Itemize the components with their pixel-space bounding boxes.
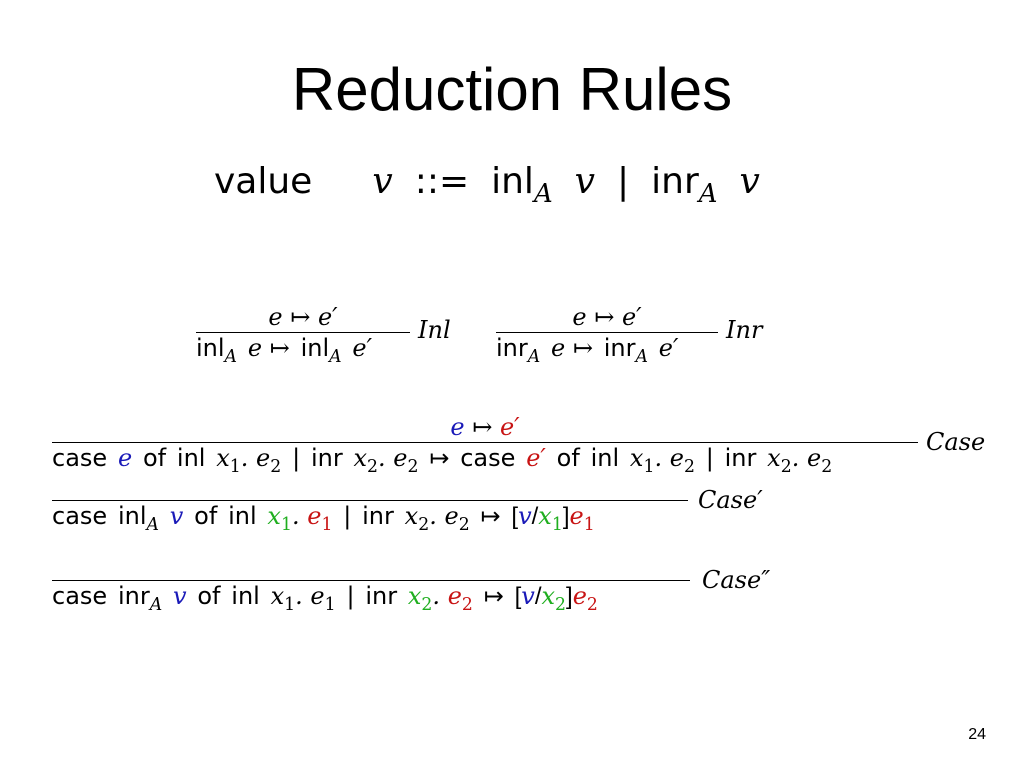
- slide-title: Reduction Rules: [291, 56, 733, 123]
- value-grammar: value v ::= inlA v | inrA v: [214, 160, 782, 220]
- rule-inr-bar: [496, 332, 718, 333]
- grammar-var: v: [372, 161, 393, 202]
- grammar-defines: ::=: [414, 161, 470, 202]
- page-number: 24: [968, 726, 986, 743]
- rule-case-prime-name: Case′: [698, 486, 763, 514]
- grammar-sep: |: [617, 161, 630, 202]
- rule-case-premise: e ↦ e′: [450, 413, 520, 441]
- grammar-alt1: inlA: [491, 161, 553, 210]
- grammar-alt1-arg: v: [574, 161, 595, 202]
- grammar-alt2: inrA: [651, 161, 718, 210]
- rule-case-bar: [52, 442, 918, 443]
- grammar-alt2-arg: v: [739, 161, 760, 202]
- rule-inl-premise: e ↦ e′: [268, 303, 338, 331]
- grammar-label: value: [214, 161, 313, 202]
- rule-case-name: Case: [926, 428, 986, 456]
- rule-inl-name: Inl: [418, 316, 451, 344]
- rule-inr-name: Inr: [726, 316, 763, 344]
- rule-case-double-prime-bar: [52, 580, 690, 581]
- rule-case-prime-bar: [52, 500, 688, 501]
- rule-case-double-prime-name: Case″: [702, 566, 771, 594]
- rule-inl-bar: [196, 332, 410, 333]
- rule-inr-premise: e ↦ e′: [572, 303, 642, 331]
